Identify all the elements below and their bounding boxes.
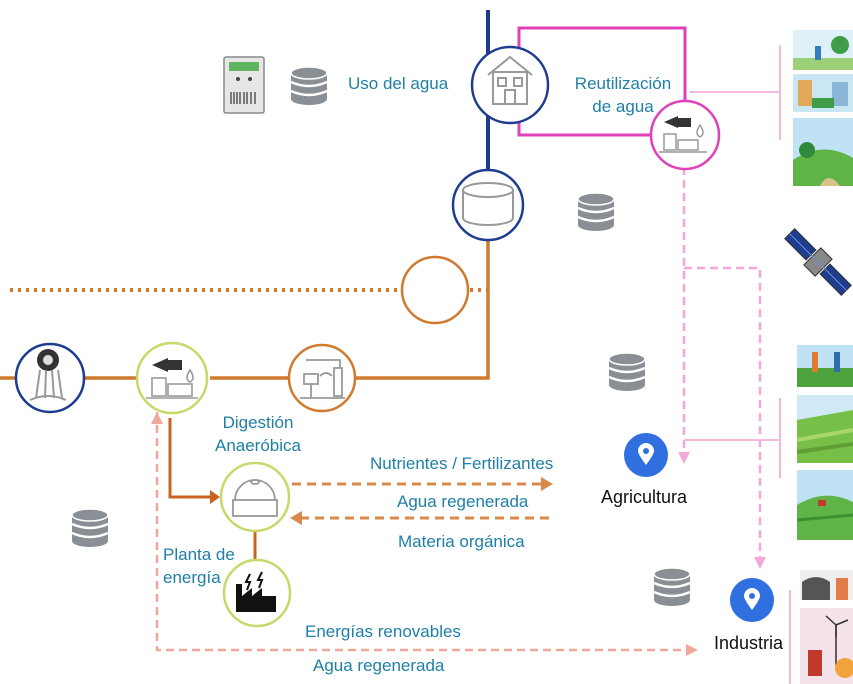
arrow-head	[754, 557, 766, 569]
location-pin-icon	[730, 578, 774, 622]
label-planta: Planta de energía	[163, 545, 235, 588]
label-materia-organica: Materia orgánica	[398, 532, 525, 551]
water-meter-icon	[223, 56, 265, 114]
label-agricultura: Agricultura	[601, 487, 688, 507]
intake-node	[14, 342, 86, 414]
filter-plant-icon	[300, 359, 345, 399]
image-city-traffic	[793, 74, 853, 112]
empty-node	[400, 255, 470, 325]
database-icon	[652, 566, 692, 608]
database-icon	[289, 65, 329, 107]
arrow-head	[210, 490, 220, 504]
digester-dome-icon	[232, 479, 278, 517]
label-energias-renovables: Energías renovables	[305, 622, 461, 641]
power-plant-node	[222, 558, 292, 628]
label-planta-line2: energía	[163, 568, 221, 587]
label-reutilizacion: Reutilización de agua	[568, 74, 678, 117]
image-green-valley	[796, 470, 853, 540]
image-farm-fields	[796, 395, 853, 463]
label-digestion: Digestión Anaeróbica	[198, 413, 318, 456]
arrow-head	[678, 452, 690, 464]
reuse-node	[649, 99, 721, 171]
treatment-plant-icon	[146, 358, 198, 399]
label-digestion-line1: Digestión	[222, 413, 294, 432]
label-agua-regenerada-2: Agua regenerada	[313, 656, 445, 675]
arrow-head	[686, 644, 698, 656]
reuse-to-industry	[684, 266, 762, 560]
filter-node	[287, 343, 357, 413]
image-green-park	[793, 118, 853, 186]
database-icon	[607, 351, 647, 393]
label-digestion-line2: Anaeróbica	[214, 436, 301, 455]
label-reutilizacion-line2: de agua	[592, 97, 654, 116]
return-line	[350, 240, 490, 380]
tank-node	[451, 168, 525, 242]
label-nutrientes: Nutrientes / Fertilizantes	[370, 454, 554, 473]
image-people-planting	[793, 30, 853, 70]
image-crop-rows	[797, 345, 853, 387]
location-pin-icon	[624, 433, 668, 477]
regenerated-water-loop	[155, 412, 688, 652]
database-icon	[576, 191, 616, 233]
label-reutilizacion-line1: Reutilización	[574, 74, 672, 93]
arrow-head	[151, 412, 163, 424]
database-icon	[70, 507, 110, 549]
house-node	[470, 45, 550, 125]
arrow-head	[541, 477, 553, 491]
digester-node	[219, 461, 291, 533]
digestion-feed	[168, 418, 212, 499]
factory-icon	[236, 571, 276, 612]
house-icon	[487, 55, 533, 105]
label-uso-agua: Uso del agua	[348, 74, 449, 93]
label-planta-line1: Planta de	[163, 545, 235, 564]
label-agua-regenerada-1: Agua regenerada	[397, 492, 529, 511]
image-industrial-building	[800, 570, 853, 600]
image-wind-turbines	[800, 608, 853, 684]
arrow-head	[290, 511, 302, 525]
satellite-icon	[784, 228, 852, 296]
label-industria: Industria	[714, 633, 784, 653]
treatment-node	[135, 341, 209, 415]
water-reuse-icon	[659, 116, 707, 153]
water-intake-icon	[29, 349, 67, 401]
water-tank-icon	[462, 182, 514, 226]
